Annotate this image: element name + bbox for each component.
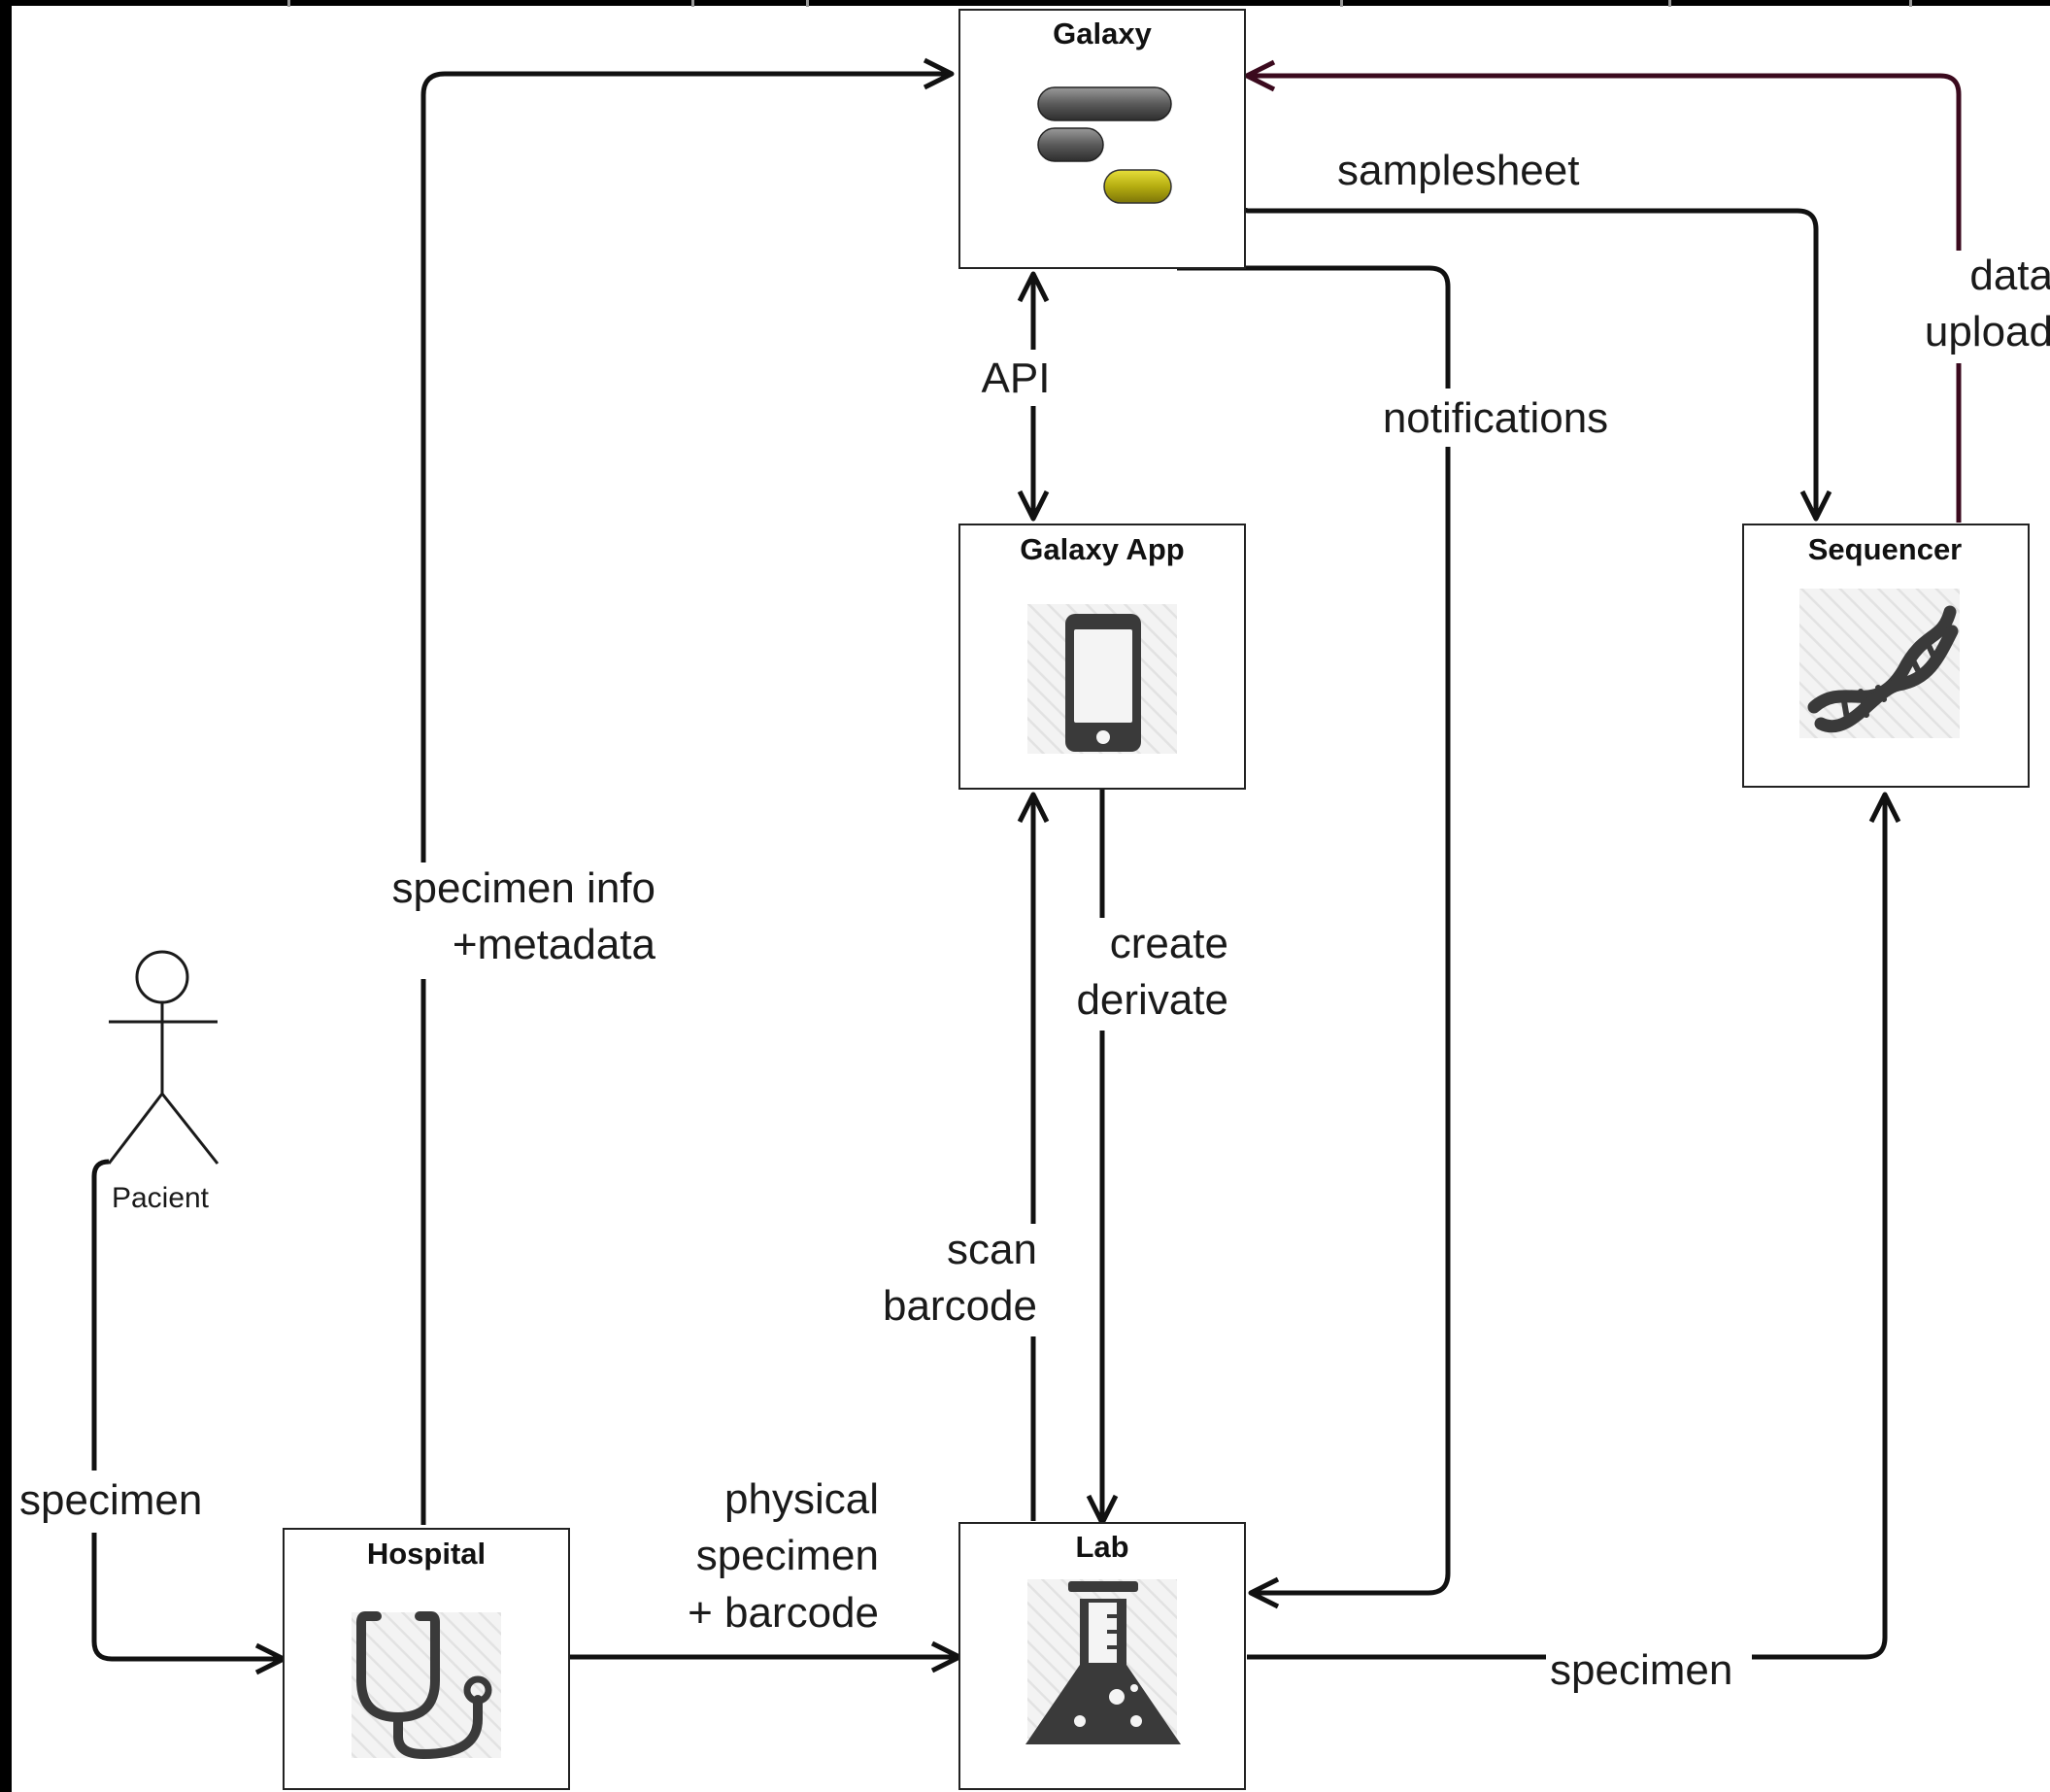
label-pacient-specimen: specimen	[19, 1476, 202, 1524]
arrowhead	[1868, 792, 1901, 824]
edge-data-upload	[1249, 73, 1962, 523]
node-lab[interactable]: Lab	[958, 1522, 1246, 1790]
node-galaxy-app[interactable]: Galaxy App	[958, 524, 1246, 790]
edge-pacient-specimen	[91, 1159, 282, 1662]
stethoscope-icon	[356, 1611, 492, 1760]
node-title-galaxy-app: Galaxy App	[1020, 532, 1184, 566]
arrowhead	[1799, 490, 1832, 522]
actor-pacient[interactable]: Pacient	[107, 950, 219, 1214]
label-bg	[1546, 1636, 1752, 1694]
flask-icon	[1025, 1581, 1181, 1744]
dna-icon	[1807, 605, 1959, 733]
node-title-hospital: Hospital	[367, 1537, 486, 1571]
arrowhead	[1244, 59, 1276, 92]
label-plus-barcode: + barcode	[688, 1589, 879, 1637]
top-border	[0, 0, 2050, 6]
node-title-galaxy: Galaxy	[1053, 17, 1152, 51]
top-tick	[1668, 0, 1671, 7]
label-bg	[364, 862, 660, 979]
node-title-lab: Lab	[1075, 1530, 1128, 1564]
top-tick	[691, 0, 694, 7]
edge-samplesheet	[1242, 207, 1819, 517]
label-create: create	[1110, 920, 1228, 967]
label-lab-specimen: specimen	[1550, 1646, 1732, 1694]
label-bg	[1369, 389, 1624, 447]
label-notifications: notifications	[1383, 394, 1608, 442]
label-data: data	[1969, 252, 2050, 299]
label-bg	[1059, 918, 1233, 1031]
label-scan: scan	[947, 1226, 1037, 1273]
top-tick	[287, 0, 290, 7]
smartphone-icon	[1065, 614, 1141, 752]
label-metadata: +metadata	[453, 921, 656, 968]
label-derivate: derivate	[1076, 976, 1228, 1024]
edge-notifications	[1177, 265, 1451, 1596]
actor-label-pacient: Pacient	[112, 1182, 210, 1214]
label-samplesheet: samplesheet	[1337, 147, 1579, 194]
label-bg	[1908, 251, 2050, 363]
label-barcode: barcode	[883, 1282, 1037, 1330]
label-bg	[864, 1224, 1039, 1336]
top-tick	[1340, 0, 1343, 7]
node-hospital[interactable]: Hospital	[283, 1528, 570, 1790]
arrowhead	[1248, 1576, 1280, 1609]
node-galaxy[interactable]: Galaxy	[958, 9, 1246, 269]
left-border	[0, 0, 12, 1792]
edge-specimen-info	[420, 71, 950, 1525]
top-tick	[1909, 0, 1912, 7]
edge-lab-specimen	[1247, 796, 1888, 1660]
stick-figure-icon	[107, 950, 219, 1165]
arrowhead	[1017, 792, 1050, 824]
arrowhead	[1017, 490, 1050, 522]
label-specimen-2: specimen	[696, 1532, 879, 1579]
arrowhead	[1017, 271, 1050, 303]
label-bg	[17, 1471, 223, 1533]
label-specimen-info: specimen info	[392, 864, 655, 912]
node-title-sequencer: Sequencer	[1808, 532, 1963, 566]
label-physical: physical	[724, 1475, 879, 1523]
label-bg	[976, 350, 1091, 406]
arrowhead	[923, 57, 955, 90]
node-sequencer[interactable]: Sequencer	[1742, 524, 2030, 788]
label-upload: upload	[1925, 308, 2050, 355]
top-tick	[806, 0, 809, 7]
label-api: API	[982, 355, 1051, 402]
galaxy-logo-icon	[1037, 86, 1172, 204]
